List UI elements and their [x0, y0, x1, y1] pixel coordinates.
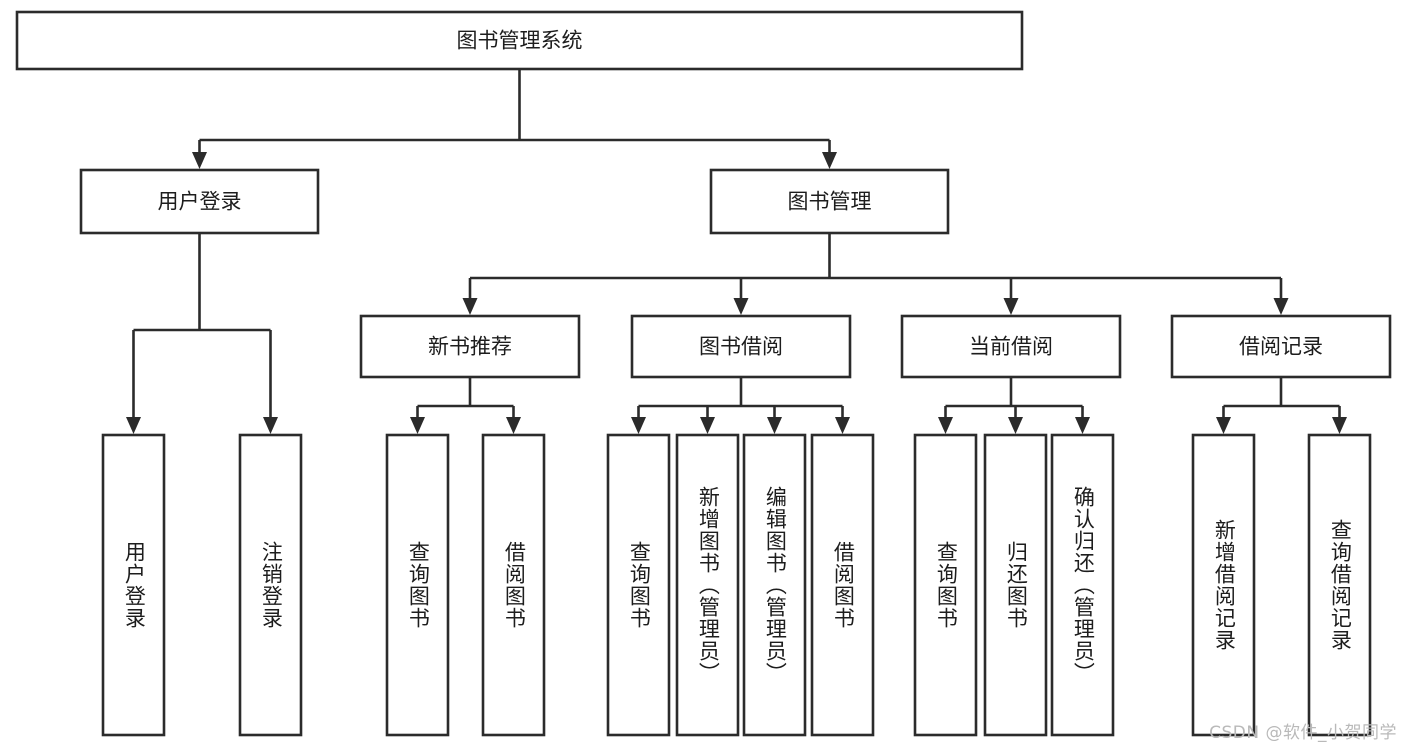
level3-node-label-2: 当前借阅 [969, 335, 1053, 359]
level3-node-box-2[interactable] [900, 314, 1122, 379]
arrow-head-icon [1075, 417, 1090, 434]
arrow-head-icon [126, 417, 141, 434]
leaf-node-box-3[interactable] [481, 433, 546, 737]
node-box-layer [15, 10, 1392, 737]
level3-node-box-3[interactable] [1170, 314, 1392, 379]
leaf-node-box-8[interactable] [913, 433, 978, 737]
leaf-node-box-6[interactable] [742, 433, 807, 737]
level3-node-box-1[interactable] [630, 314, 852, 379]
arrow-head-icon [1216, 417, 1231, 434]
leaf-node-box-11[interactable] [1191, 433, 1256, 737]
root-node-box[interactable] [15, 10, 1024, 71]
level2-node-label-1: 图书管理 [788, 190, 872, 214]
root-node-label: 图书管理系统 [457, 29, 583, 53]
level2-node-box-0[interactable] [79, 168, 320, 235]
leaf-node-box-5[interactable] [675, 433, 740, 737]
leaf-node-box-1[interactable] [238, 433, 303, 737]
arrow-head-icon [410, 417, 425, 434]
leaf-node-box-0[interactable] [101, 433, 166, 737]
leaf-node-box-12[interactable] [1307, 433, 1372, 737]
level3-node-label-0: 新书推荐 [428, 335, 512, 359]
arrow-head-icon [1008, 417, 1023, 434]
level3-node-label-3: 借阅记录 [1239, 335, 1323, 359]
arrow-head-icon [938, 417, 953, 434]
arrow-head-icon [631, 417, 646, 434]
arrow-head-icon [192, 152, 207, 169]
arrow-head-icon [700, 417, 715, 434]
level2-node-label-0: 用户登录 [158, 190, 242, 214]
leaf-node-box-4[interactable] [606, 433, 671, 737]
leaf-node-box-10[interactable] [1050, 433, 1115, 737]
arrow-head-icon [733, 298, 749, 315]
arrow-head-icon [506, 417, 521, 434]
watermark-text: CSDN @软件_小贺同学 [1209, 723, 1397, 743]
arrow-head-icon [1003, 298, 1019, 315]
level3-node-label-1: 图书借阅 [699, 335, 783, 359]
leaf-node-box-7[interactable] [810, 433, 875, 737]
level3-node-box-0[interactable] [359, 314, 581, 379]
leaf-node-box-9[interactable] [983, 433, 1048, 737]
arrow-head-icon [263, 417, 278, 434]
arrow-head-icon [822, 152, 837, 169]
leaf-node-box-2[interactable] [385, 433, 450, 737]
connector-layer [126, 69, 1347, 434]
arrow-head-icon [462, 298, 478, 315]
arrow-head-icon [767, 417, 782, 434]
arrow-head-icon [835, 417, 850, 434]
level2-node-box-1[interactable] [709, 168, 950, 235]
arrow-head-icon [1332, 417, 1347, 434]
arrow-head-icon [1273, 298, 1289, 315]
